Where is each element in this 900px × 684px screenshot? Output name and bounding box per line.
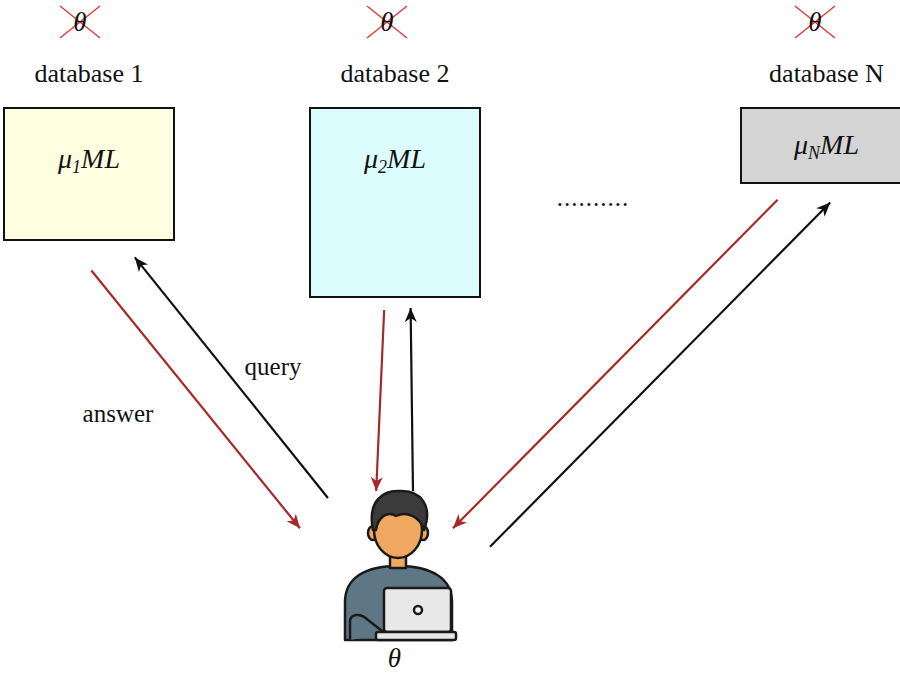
- edge-label: answer: [81, 400, 156, 428]
- answer-arrow: [453, 200, 778, 529]
- user-node: θ: [300, 495, 490, 680]
- crossed-parameter: θ: [380, 7, 393, 38]
- answer-arrow: [376, 310, 384, 491]
- model-label: μNML: [742, 109, 900, 161]
- model-label: μ2ML: [311, 109, 479, 175]
- query-arrow: [135, 257, 328, 498]
- crossed-parameter: θ: [73, 7, 86, 38]
- database-heading: database N: [769, 59, 884, 89]
- user-icon: [345, 491, 456, 640]
- ellipsis-dots: ..........: [557, 184, 630, 212]
- database-box: database 2μ2ML: [309, 107, 481, 298]
- model-label: μ1ML: [5, 109, 173, 175]
- user-parameter: θ: [388, 643, 401, 674]
- database-box: database NμNML: [740, 107, 900, 184]
- query-arrow: [490, 202, 830, 546]
- edge-label: query: [243, 353, 304, 381]
- database-box: database 1μ1ML: [3, 107, 175, 241]
- crossed-parameter: θ: [808, 7, 821, 38]
- database-heading: database 1: [34, 59, 143, 89]
- database-heading: database 2: [340, 59, 449, 89]
- cross-marks: [60, 6, 835, 38]
- query-arrow: [411, 308, 413, 491]
